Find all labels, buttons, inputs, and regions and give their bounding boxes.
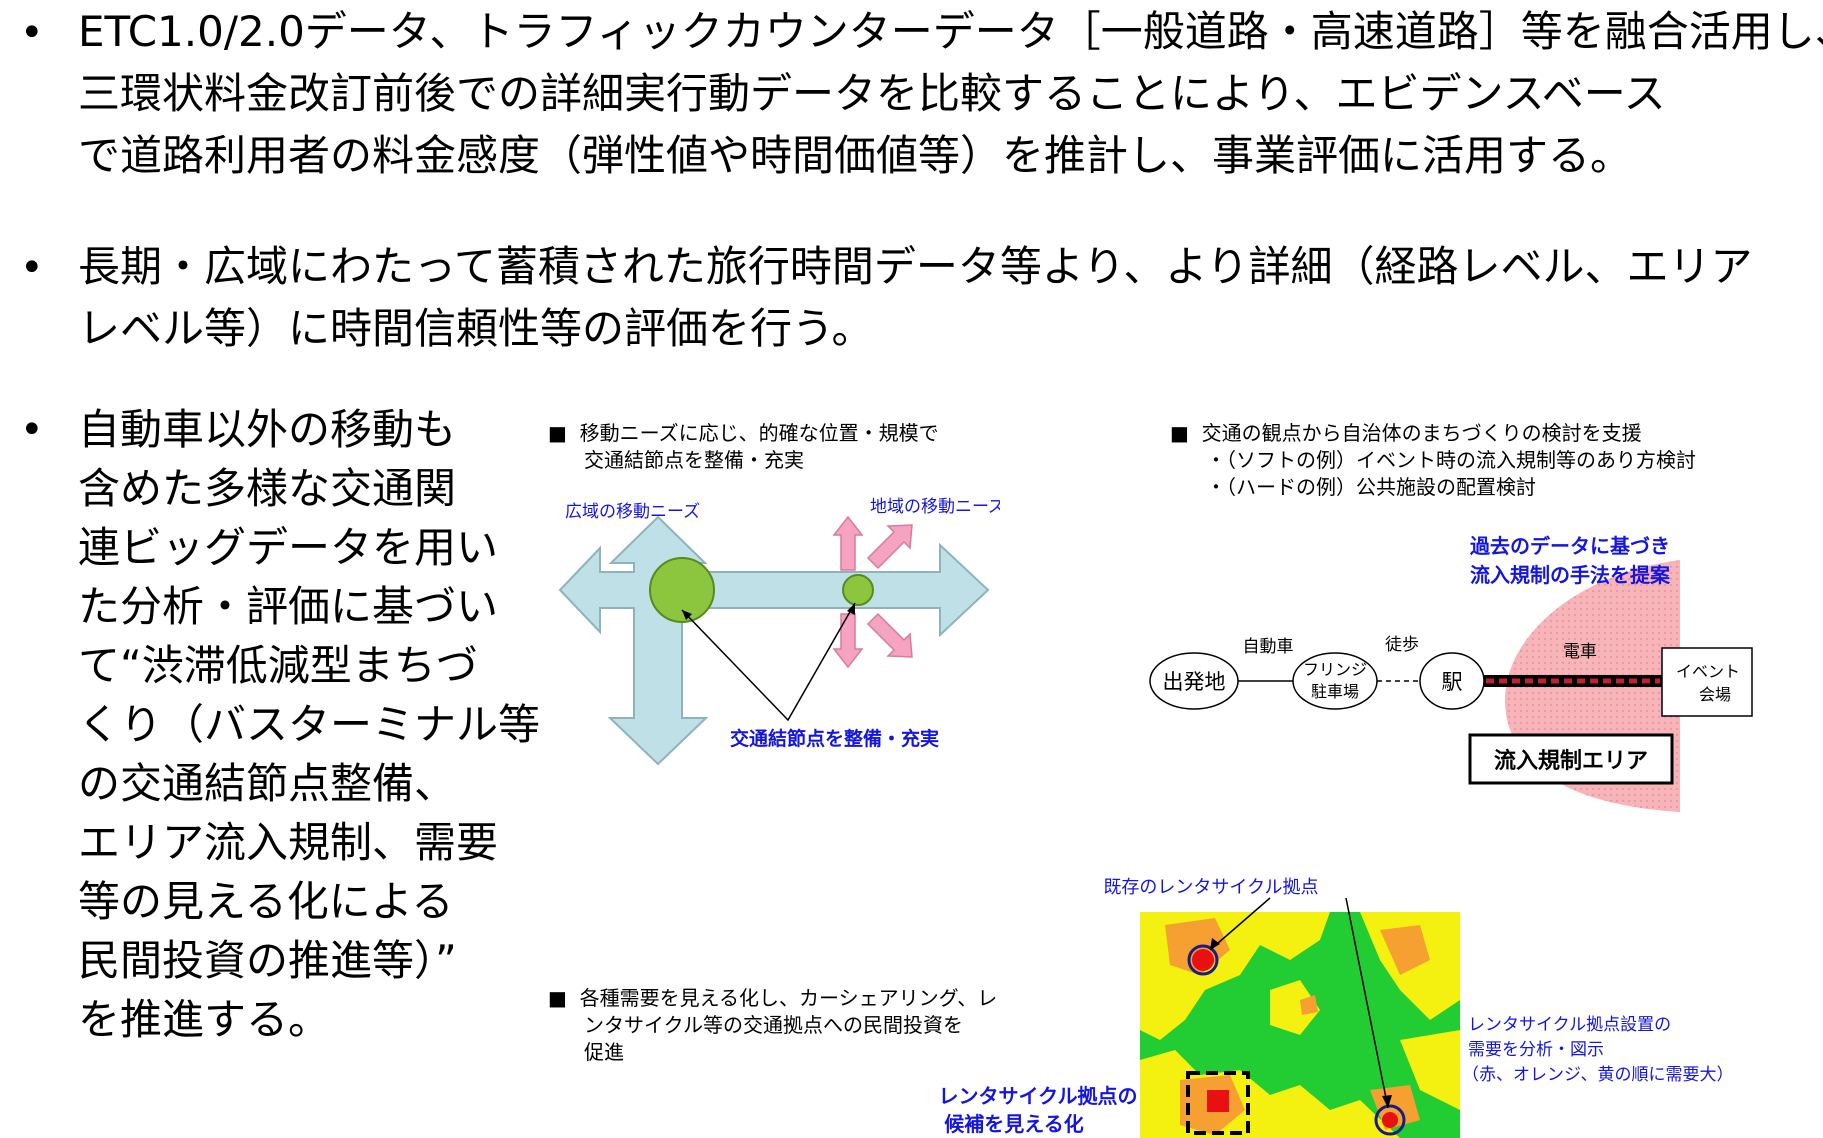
heading-line: 交通結節点を整備・充実	[584, 448, 804, 472]
bullet-line: た分析・評価に基づい	[78, 582, 499, 631]
node-diagram: 広域の移動ニーズ 地域の移動ニーズ 交通結節点を整備・充実	[558, 497, 1000, 766]
existing-station-label: 既存のレンタサイクル拠点	[1103, 877, 1318, 898]
bullet-line: 連ビッグデータを用い	[78, 523, 499, 572]
heading-line: 促進	[584, 1040, 624, 1064]
square-bullet-icon: ■	[1170, 421, 1189, 445]
area-label: 流入規制エリア	[1494, 748, 1648, 774]
bullet-item-2: • 長期・広域にわたって蓄積された旅行時間データ等より、より詳細（経路レベル、エ…	[20, 240, 1753, 356]
bullet-line: て“渋滞低減型まちづ	[78, 641, 478, 690]
inflow-diagram: 過去のデータに基づき 流入規制の手法を提案 出発地 自動車 フリンジ 駐車場 徒…	[1149, 534, 1753, 812]
heading-line: 交通の観点から自治体のまちづくりの検討を支援	[1201, 421, 1642, 445]
train-label: 電車	[1563, 642, 1597, 662]
bullet-line: で道路利用者の料金感度（弾性値や時間価値等）を推計し、事業評価に活用する。	[78, 131, 1633, 180]
wide-area-label: 広域の移動ニーズ	[565, 502, 700, 522]
node-label: 交通結節点を整備・充実	[730, 727, 939, 750]
analysis-line: （赤、オレンジ、黄の順に需要大）	[1462, 1065, 1734, 1085]
fringe-label: フリンジ	[1303, 660, 1367, 679]
candidate-label: レンタサイクル拠点の	[939, 1084, 1138, 1108]
bullet-line: くり（バスターミナル等	[78, 700, 541, 749]
heading-line: ンタサイクル等の交通拠点への民間投資を	[584, 1013, 963, 1037]
bullet-line: 長期・広域にわたって蓄積された旅行時間データ等より、より詳細（経路レベル、エリア	[78, 242, 1753, 291]
demand-map-diagram: 既存のレンタサイクル拠点 レンタサイクル拠点の 候補を見える化 レンタサイクル拠…	[939, 877, 1734, 1138]
bullet-line: を推進する。	[78, 995, 331, 1044]
square-bullet-icon: ■	[548, 986, 567, 1010]
square-bullet-icon: ■	[548, 421, 567, 445]
venue-label: 会場	[1699, 685, 1731, 704]
heading-line: 移動ニーズに応じ、的確な位置・規模で	[579, 421, 939, 445]
sub-line: ・（ハードの例）公共施設の配置検討	[1206, 475, 1536, 499]
fringe-label: 駐車場	[1311, 682, 1359, 701]
bullet-line: 含めた多様な交通関	[78, 464, 457, 513]
bullet-line: の交通結節点整備、	[78, 759, 457, 808]
bullet-line: 自動車以外の移動も	[78, 405, 457, 454]
bullet-line: レベル等）に時間信頼性等の評価を行う。	[78, 304, 874, 353]
venue-box	[1661, 647, 1753, 717]
demand-panel-heading: ■ 各種需要を見える化し、カーシェアリング、レ ンタサイクル等の交通拠点への民間…	[548, 985, 997, 1066]
analysis-line: 需要を分析・図示	[1468, 1040, 1604, 1060]
analysis-line: レンタサイクル拠点設置の	[1468, 1015, 1671, 1035]
proposal-line: 流入規制の手法を提案	[1470, 563, 1671, 587]
wide-area-arrow	[558, 515, 990, 766]
bullet-line: 三環状料金改訂前後での詳細実行動データを比較することにより、エビデンスベース	[78, 69, 1666, 118]
venue-label: イベント	[1676, 662, 1740, 681]
local-area-label: 地域の移動ニーズ	[870, 497, 1000, 517]
bullet-marker: •	[20, 407, 44, 453]
existing-station-marker	[1187, 944, 1219, 976]
candidate-box	[1186, 1071, 1250, 1135]
bullet-line: エリア流入規制、需要	[78, 818, 499, 867]
area-label-box	[1468, 733, 1674, 785]
large-node	[649, 557, 715, 623]
node-panel-heading: ■ 移動ニーズに応じ、的確な位置・規模で 交通結節点を整備・充実	[548, 420, 939, 474]
bullet-line: ETC1.0/2.0データ、トラフィックカウンターデータ［一般道路・高速道路］等…	[78, 7, 1823, 56]
candidate-label: 候補を見える化	[944, 1112, 1083, 1136]
existing-station-marker	[1374, 1104, 1406, 1136]
sub-line: ・（ソフトの例）イベント時の流入規制等のあり方検討	[1206, 448, 1696, 472]
bullet-item-1: • ETC1.0/2.0データ、トラフィックカウンターデータ［一般道路・高速道路…	[20, 5, 1823, 183]
origin-label: 出発地	[1163, 670, 1226, 694]
bullet-marker: •	[20, 245, 44, 291]
car-label: 自動車	[1243, 637, 1294, 657]
bullet-marker: •	[20, 10, 44, 56]
bullet-line: 等の見える化による	[78, 877, 454, 926]
proposal-line: 過去のデータに基づき	[1470, 534, 1670, 558]
station-label: 駅	[1442, 670, 1463, 694]
bullet-item-3: • 自動車以外の移動も 含めた多様な交通関 連ビッグデータを用い た分析・評価に…	[20, 400, 541, 1049]
heading-line: 各種需要を見える化し、カーシェアリング、レ	[579, 986, 998, 1010]
walk-label: 徒歩	[1385, 635, 1419, 655]
pointer-lines	[681, 602, 856, 722]
inflow-panel-heading: ■ 交通の観点から自治体のまちづくりの検討を支援 ・（ソフトの例）イベント時の流…	[1170, 420, 1696, 501]
bullet-line: 民間投資の推進等）”	[78, 936, 457, 985]
small-node	[842, 574, 874, 606]
